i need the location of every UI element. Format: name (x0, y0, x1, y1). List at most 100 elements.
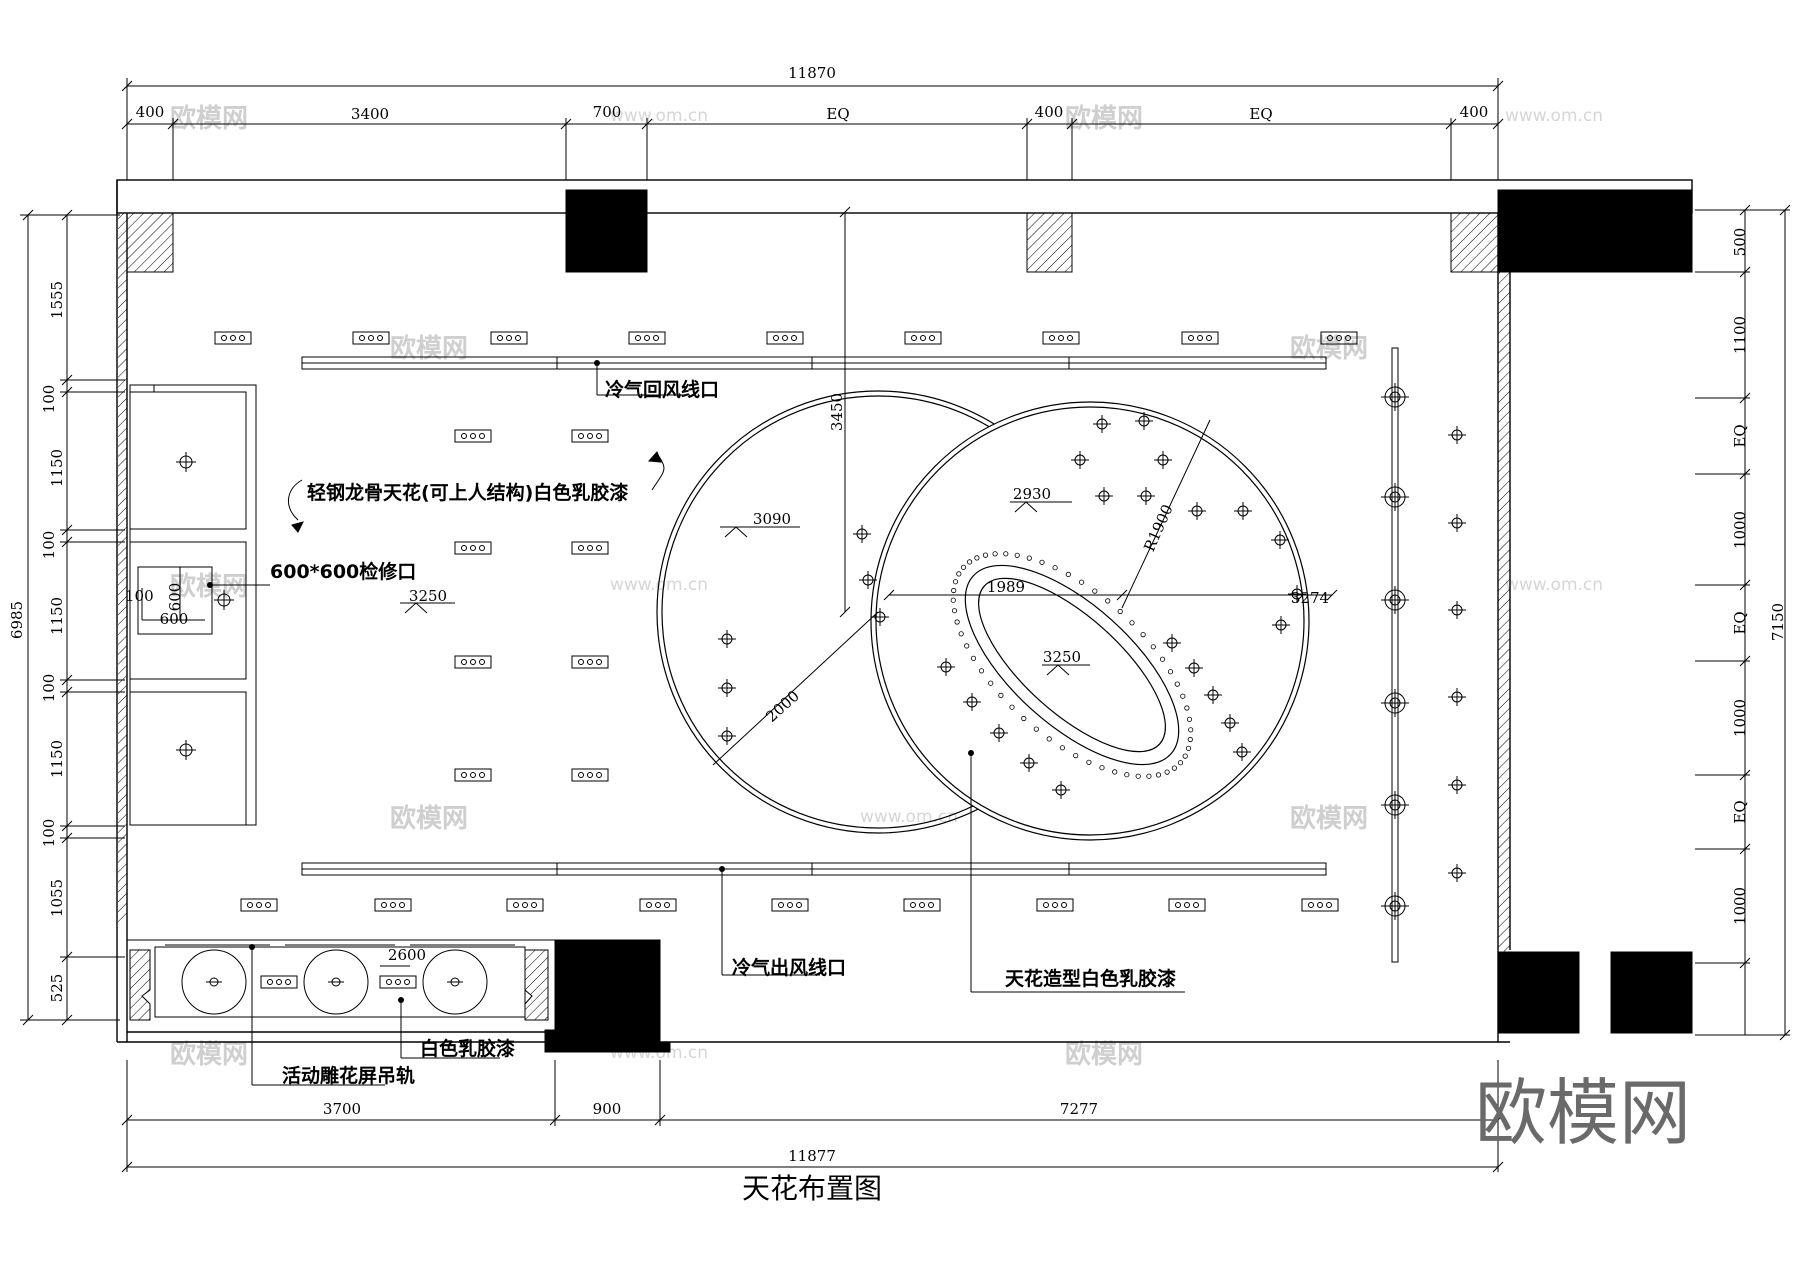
right-dim-3: EQ (1731, 424, 1749, 447)
top-dim-7: 400 (1460, 103, 1489, 121)
grille-light-icon (571, 655, 609, 669)
led-dot (992, 551, 998, 557)
ellipse-outer (964, 564, 1180, 766)
bottom-total-dimension: 11877 (788, 1147, 836, 1165)
leaders (210, 363, 1185, 1086)
led-dot (951, 587, 957, 594)
return-air-label: 冷气回风线口 (605, 378, 719, 401)
downlight-icon (1448, 514, 1466, 532)
top-dimension-chain (121, 78, 1504, 180)
left-dim-1: 1555 (48, 281, 66, 319)
left-downlights (176, 452, 234, 760)
grille-light-icon (903, 898, 941, 912)
downlight-icon (1234, 502, 1252, 520)
led-dot (1073, 752, 1079, 759)
downlight-icon (1448, 426, 1466, 444)
grille-light-icon (454, 768, 492, 782)
downlight-icon (963, 693, 981, 711)
pendant-light (303, 949, 369, 1015)
led-dot (1177, 760, 1184, 766)
downlight-icon (1185, 659, 1203, 677)
column-solid (1497, 189, 1693, 273)
watermark-text: 欧模网 (390, 803, 468, 834)
columns (126, 189, 1693, 1053)
right-wall-hatch (1498, 272, 1510, 952)
track-spotlight-icon (1381, 892, 1409, 920)
downlight-icon (718, 727, 736, 745)
watermark-text: 欧模网 (170, 1039, 248, 1070)
watermark-text: 欧模网 (1065, 103, 1143, 134)
downlight-icon (718, 679, 736, 697)
left-dim-6: 100 (40, 674, 58, 703)
access-panel-600 (137, 566, 213, 635)
left-dimension-chain (20, 209, 125, 1026)
grille-light-icon (214, 331, 252, 345)
led-dot (1146, 773, 1152, 779)
led-dot (1188, 727, 1194, 733)
downlight-icon (1448, 688, 1466, 706)
bottom-dimension-chain (121, 1060, 1504, 1173)
top-dim-2: 3400 (351, 105, 389, 123)
downlight-icon (1233, 743, 1251, 761)
watermark-text: 欧模网 (1065, 1039, 1143, 1070)
access-dim-600-h: 600 (160, 610, 189, 628)
leader-dots (207, 360, 974, 1003)
led-dot (1150, 644, 1156, 650)
downlight-icon (1135, 412, 1153, 430)
left-wall-hatch (118, 213, 127, 923)
level-markers (400, 501, 1090, 676)
downlight-icon (1020, 754, 1038, 772)
top-dim-6: EQ (1249, 105, 1272, 123)
led-dot (1124, 772, 1130, 778)
grille-light-icon (1168, 898, 1206, 912)
left-dim-8: 100 (40, 819, 58, 848)
track-spotlight-icon (1381, 383, 1409, 411)
downlight-icon (859, 571, 877, 589)
drawing-title: 天花布置图 (742, 1172, 882, 1205)
downlight-icon (871, 608, 889, 626)
led-dot (1021, 715, 1027, 722)
led-dot (1046, 736, 1052, 742)
grille-light-icon (639, 898, 677, 912)
led-dot (1009, 704, 1015, 710)
left-dim-10: 525 (48, 974, 66, 1003)
column-solid (565, 189, 648, 273)
downlight-icon (853, 525, 871, 543)
led-dot (1186, 716, 1193, 722)
grille-light-icon (374, 898, 412, 912)
downlight-icon (1188, 502, 1206, 520)
bottom-dim-2: 900 (593, 1100, 622, 1118)
led-dot (978, 668, 985, 674)
downlight-icon (1071, 451, 1089, 469)
led-dot (950, 597, 956, 603)
left-dim-4: 100 (40, 531, 58, 560)
feature-ceiling-label: 天花造型白色乳胶漆 (1005, 967, 1176, 990)
led-dot (958, 631, 964, 637)
led-dot (1187, 736, 1193, 743)
feature-ceiling (656, 390, 1310, 841)
led-dot (951, 608, 958, 614)
downlight-icon (1204, 686, 1222, 704)
grille-light-icon (766, 331, 804, 345)
led-dot (1026, 555, 1032, 561)
led-dot (1159, 656, 1166, 662)
led-dot (982, 552, 989, 558)
pendant-light (422, 949, 488, 1015)
circle-dimensions (712, 206, 1338, 766)
white-paint-label: 白色乳胶漆 (420, 1037, 515, 1060)
column-solid (554, 939, 661, 1043)
access-panel-label: 600*600检修口 (270, 560, 416, 583)
air-slots (301, 356, 1327, 876)
grille-light-icon (1320, 331, 1358, 345)
grille-light-icon (1042, 331, 1080, 345)
downlight-icon (1448, 776, 1466, 794)
right-dim-2: 1100 (1731, 316, 1749, 354)
right-dim-5: EQ (1731, 611, 1749, 634)
downlight-icon (1163, 634, 1181, 652)
led-dot (952, 579, 959, 585)
watermark-text: 欧模网 (1290, 803, 1368, 834)
grille-light-icon (628, 331, 666, 345)
column-hatched (1450, 212, 1499, 273)
downlights (718, 412, 1466, 882)
